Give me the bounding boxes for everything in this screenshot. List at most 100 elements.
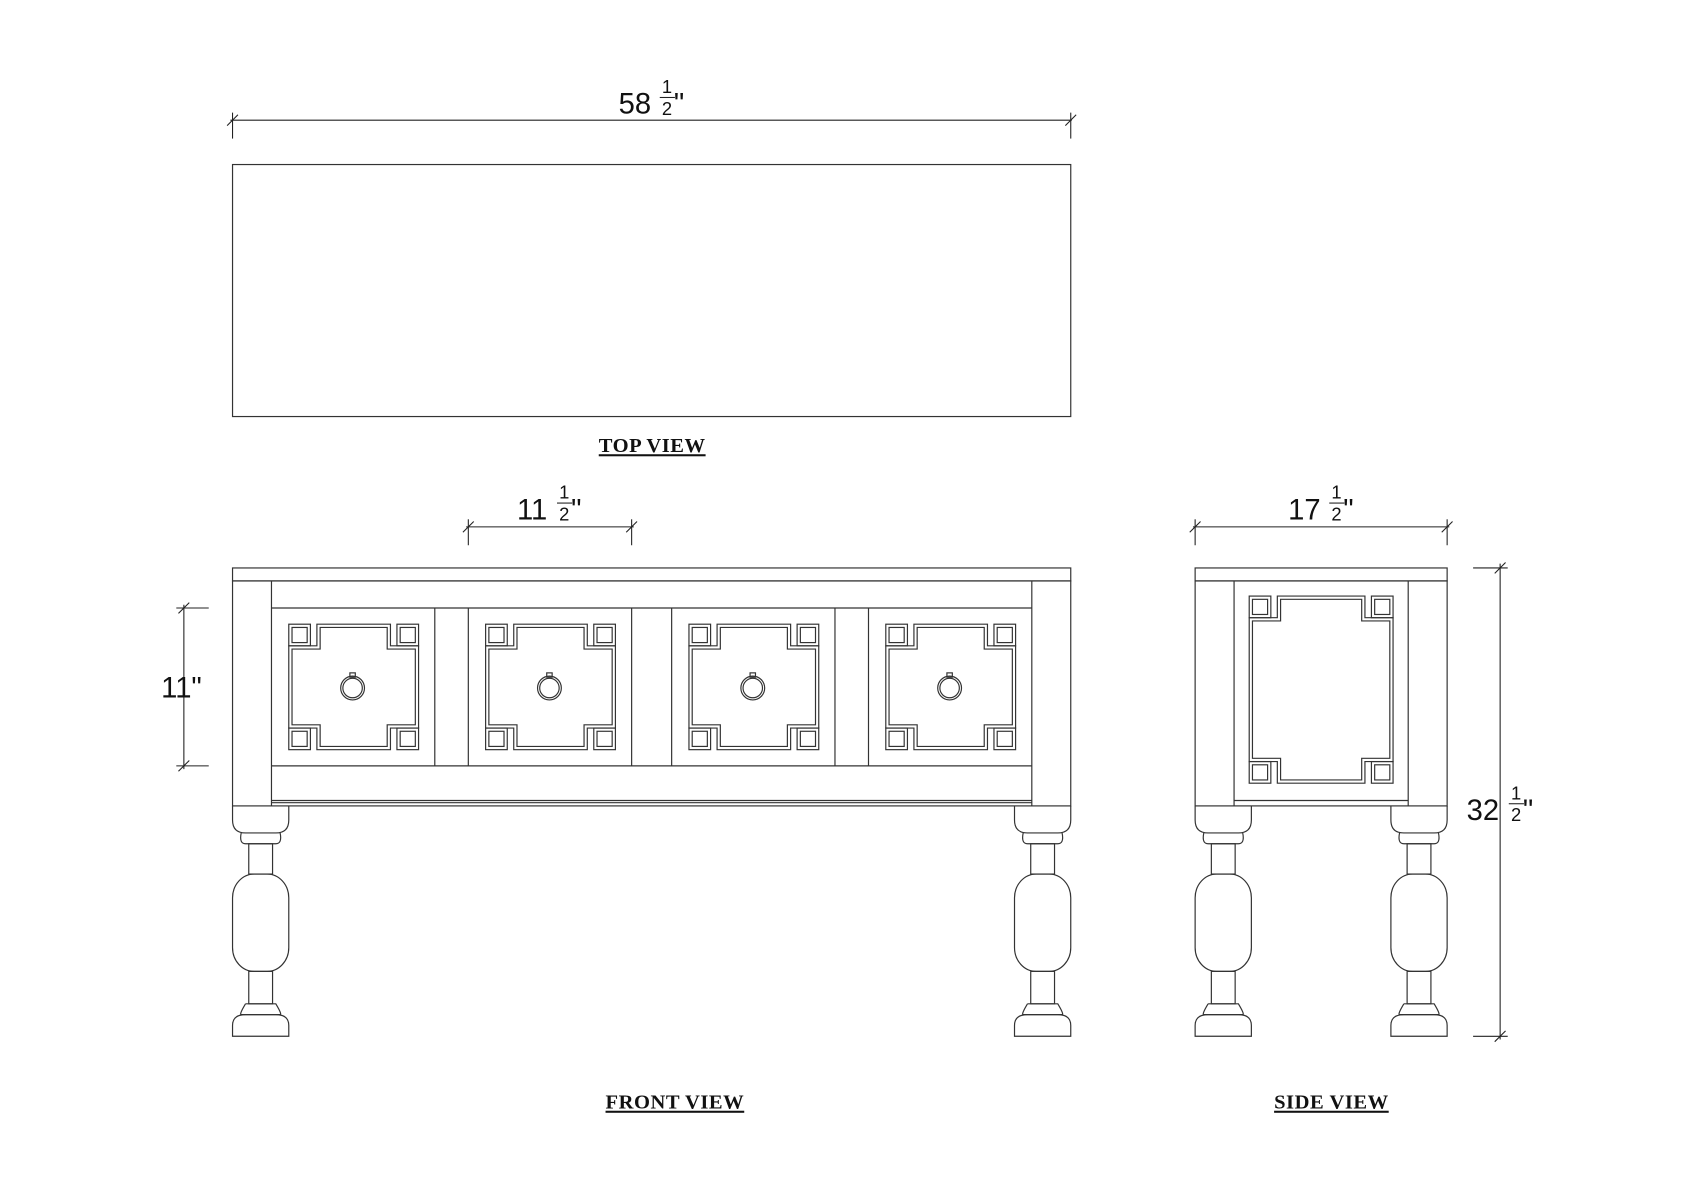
top-view-label: TOP VIEW <box>599 435 706 457</box>
tabletop-outline <box>231 163 1072 418</box>
depth-frac-den: 2 <box>1331 503 1341 524</box>
front-view: 11 1 2 " 11 " FRONT VIEW <box>161 482 1072 1114</box>
corner-square <box>885 727 909 751</box>
leg-foot <box>1390 1014 1448 1037</box>
drawer-dimension: 11 1 2 " <box>462 482 638 546</box>
corner-square <box>885 623 909 647</box>
greek-key-frame <box>288 623 420 751</box>
drawer-height-dimension: 11 " <box>161 602 209 772</box>
turned-leg <box>1194 805 1252 1037</box>
drawer-height-whole: 11 <box>161 673 191 705</box>
front-top-slab <box>231 567 1072 582</box>
leg-cap <box>1390 805 1448 834</box>
greek-key-frame <box>688 623 820 751</box>
leg-foot <box>231 1014 290 1037</box>
corner-square <box>1370 760 1394 784</box>
greek-key-frame <box>1248 595 1394 784</box>
corner-square <box>993 623 1017 647</box>
corner-square <box>1370 595 1394 619</box>
corner-square <box>796 623 820 647</box>
leg-bulb <box>1194 873 1252 972</box>
drawer <box>885 623 1017 751</box>
depth-dimension: 17 1 2 " <box>1189 482 1453 546</box>
height-frac-num: 1 <box>1511 782 1521 803</box>
ring-pull-icon <box>740 675 766 701</box>
leg-cap <box>1194 805 1252 834</box>
drawer <box>688 623 820 751</box>
height-whole: 32 <box>1467 795 1499 827</box>
corner-square <box>485 727 508 751</box>
width-frac-den: 2 <box>662 98 672 119</box>
drawer-width-whole: 11 <box>517 494 547 526</box>
front-body <box>231 580 1072 807</box>
width-whole: 58 <box>619 89 651 121</box>
leg-collar <box>1398 1003 1440 1016</box>
depth-frac-num: 1 <box>1331 482 1341 503</box>
leg-bulb <box>1013 873 1072 972</box>
leg-neck <box>248 843 274 875</box>
drawer <box>485 623 617 751</box>
leg-collar <box>1202 832 1244 845</box>
turned-leg <box>231 805 290 1037</box>
leg-cap <box>231 805 290 834</box>
side-view-label: SIDE VIEW <box>1274 1092 1389 1114</box>
ring-pull-icon <box>340 675 366 701</box>
leg-neck <box>1210 970 1236 1005</box>
corner-square <box>593 727 617 751</box>
corner-square <box>1248 595 1272 619</box>
width-frac-num: 1 <box>662 76 672 97</box>
drawer <box>288 623 420 751</box>
leg-neck <box>1210 843 1236 875</box>
corner-square <box>485 623 508 647</box>
leg-neck <box>1030 970 1056 1005</box>
top-view: 58 1 2 " TOP VIEW <box>226 76 1077 457</box>
side-body <box>1194 580 1448 807</box>
leg-collar <box>1202 1003 1244 1016</box>
depth-unit: " <box>1343 494 1353 526</box>
drawer-height-unit: " <box>191 673 201 705</box>
greek-key-frame <box>885 623 1017 751</box>
height-unit: " <box>1523 795 1533 827</box>
leg-bulb <box>1390 873 1448 972</box>
leg-collar <box>1398 832 1440 845</box>
greek-key-frame <box>485 623 617 751</box>
ring-pull-icon <box>937 675 963 701</box>
corner-square <box>688 727 712 751</box>
corner-square <box>688 623 712 647</box>
front-view-label: FRONT VIEW <box>606 1092 745 1114</box>
drawer-frac-den: 2 <box>559 503 569 524</box>
leg-collar <box>240 832 282 845</box>
drawer-unit: " <box>571 494 581 526</box>
depth-whole: 17 <box>1288 494 1320 526</box>
leg-foot <box>1013 1014 1072 1037</box>
width-dimension: 58 1 2 " <box>226 76 1077 139</box>
leg-collar <box>1022 832 1064 845</box>
corner-square <box>288 623 312 647</box>
width-unit: " <box>674 89 684 121</box>
leg-cap <box>1013 805 1072 834</box>
corner-square <box>396 623 420 647</box>
side-view: 17 1 2 " 32 1 2 " SIDE VIEW <box>1189 482 1533 1114</box>
drawer-frac-num: 1 <box>559 482 569 503</box>
leg-collar <box>1022 1003 1064 1016</box>
corner-square <box>396 727 420 751</box>
leg-foot <box>1194 1014 1252 1037</box>
leg-collar <box>240 1003 282 1016</box>
leg-neck <box>1030 843 1056 875</box>
leg-neck <box>1406 843 1432 875</box>
corner-square <box>593 623 617 647</box>
corner-square <box>796 727 820 751</box>
turned-leg <box>1390 805 1448 1037</box>
leg-bulb <box>231 873 290 972</box>
corner-square <box>288 727 312 751</box>
leg-neck <box>1406 970 1432 1005</box>
height-frac-den: 2 <box>1511 804 1521 825</box>
leg-neck <box>248 970 274 1005</box>
ring-pull-icon <box>536 675 562 701</box>
corner-square <box>993 727 1017 751</box>
corner-square <box>1248 760 1272 784</box>
height-dimension: 32 1 2 " <box>1467 562 1533 1043</box>
side-top-slab <box>1194 567 1448 582</box>
